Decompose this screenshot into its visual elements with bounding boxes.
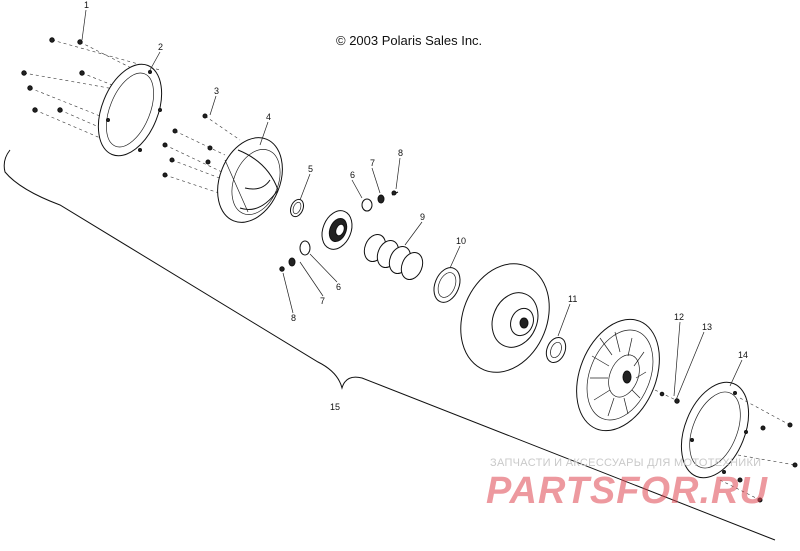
callout-7: 7	[370, 158, 376, 168]
callout-5: 5	[308, 164, 314, 174]
part-10-ring	[433, 267, 461, 303]
part-5-ring	[289, 198, 305, 218]
callout-11: 11	[568, 294, 578, 304]
callout-12: 12	[674, 312, 685, 322]
callout-3: 3	[214, 86, 220, 96]
callout-7-lower: 7	[320, 296, 326, 306]
callout-13: 13	[702, 322, 713, 332]
part-14-gasket	[680, 381, 750, 479]
callout-4: 4	[266, 112, 272, 122]
callout-14: 14	[738, 350, 749, 360]
assembly-bracket	[3, 149, 776, 541]
callout-15: 15	[330, 402, 341, 412]
callout-6-lower: 6	[336, 282, 342, 292]
part-fixed-sheave	[576, 318, 660, 432]
callout-8: 8	[398, 148, 404, 158]
callout-10: 10	[456, 236, 467, 246]
part-9-spring	[363, 233, 424, 281]
part-4-cover	[217, 137, 283, 223]
callout-2: 2	[158, 42, 164, 52]
watermark-subtitle: ЗАПЧАСТИ И АКСЕССУАРЫ ДЛЯ МОТОТЕХНИКИ	[490, 457, 762, 469]
part-11-ring	[545, 336, 567, 364]
callout-9: 9	[420, 212, 426, 222]
callout-8-lower: 8	[291, 313, 297, 323]
watermark-brand: PARTSFOR.RU	[486, 470, 768, 512]
callout-1: 1	[84, 0, 90, 10]
leader-lines	[81, 9, 743, 401]
callout-6: 6	[350, 170, 356, 180]
part-6-bearing	[321, 210, 353, 250]
part-2-gasket	[97, 63, 163, 157]
copyright-notice: © 2003 Polaris Sales Inc.	[336, 33, 483, 48]
sheave-disc	[460, 263, 550, 373]
